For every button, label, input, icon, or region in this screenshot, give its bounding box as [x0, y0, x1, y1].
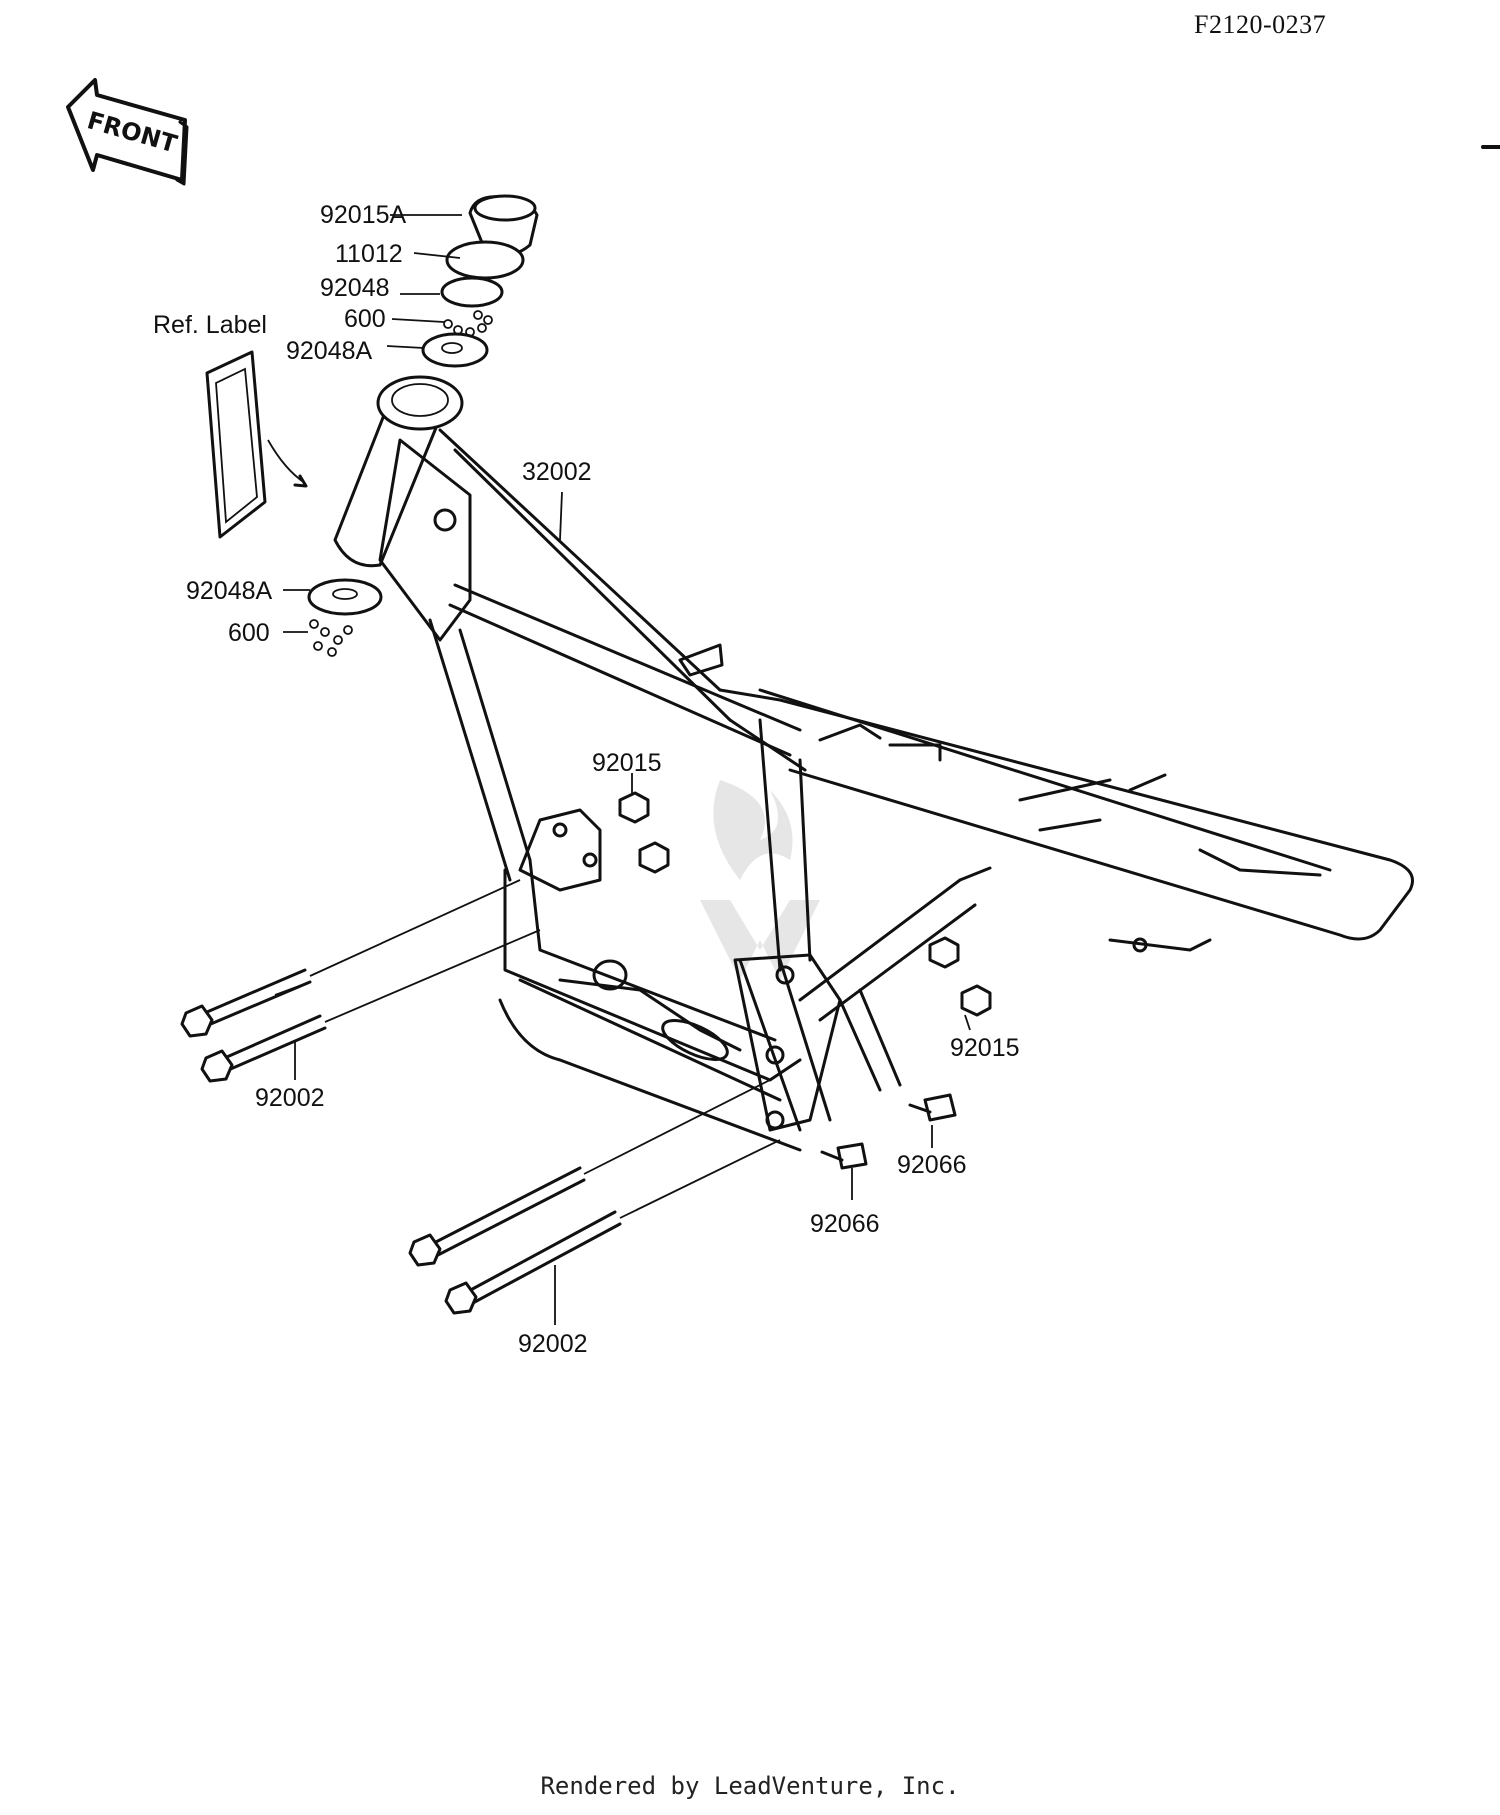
callout-32002: 32002 — [522, 458, 592, 486]
callout-92066-lower: 92066 — [810, 1210, 880, 1238]
nut-92015-b — [638, 841, 670, 874]
top-plate-part — [445, 240, 525, 280]
front-arrow-icon — [66, 78, 189, 186]
lower-race-part — [307, 578, 383, 616]
callout-92048a-top: 92048A — [286, 337, 373, 365]
frame-body — [333, 375, 1414, 1152]
stem-nut-part — [468, 194, 539, 257]
diagram-code: F2120-0237 — [1194, 10, 1327, 39]
callout-92002-lower: 92002 — [518, 1330, 588, 1358]
render-credit: Rendered by LeadVenture, Inc. — [540, 1772, 960, 1800]
bolt-92002-lower-1 — [408, 1166, 586, 1267]
bolt-92002-upper-1 — [180, 968, 312, 1038]
ref-label-sticker — [205, 350, 308, 539]
callout-92015-right: 92015 — [950, 1034, 1020, 1062]
callout-92015-top: 92015 — [592, 749, 662, 777]
bolt-92002-lower-2 — [444, 1210, 622, 1315]
bolt-92066-b — [820, 1142, 868, 1170]
bolt-92002-upper-2 — [200, 1014, 327, 1083]
callout-600-top: 600 — [344, 305, 386, 333]
nut-92015-c — [928, 936, 960, 969]
nut-92015-d — [960, 984, 992, 1017]
watermark-logo — [700, 780, 820, 980]
upper-race-part — [440, 276, 504, 308]
upper-cone-part — [421, 332, 489, 368]
callout-600-bottom: 600 — [228, 619, 270, 647]
callout-92048a-bottom: 92048A — [186, 577, 273, 605]
callout-92048: 92048 — [320, 274, 390, 302]
callout-92066-right: 92066 — [897, 1151, 967, 1179]
lower-bearing-balls — [309, 619, 353, 657]
callout-11012: 11012 — [335, 240, 403, 268]
nut-92015-a — [618, 791, 650, 824]
leader-lines — [283, 214, 971, 1325]
ref-label-text: Ref. Label — [153, 311, 267, 339]
callout-92015a: 92015A — [320, 201, 407, 229]
bolt-92066-a — [908, 1093, 957, 1122]
callout-92002-upper: 92002 — [255, 1084, 325, 1112]
upper-bearing-balls — [443, 310, 493, 337]
